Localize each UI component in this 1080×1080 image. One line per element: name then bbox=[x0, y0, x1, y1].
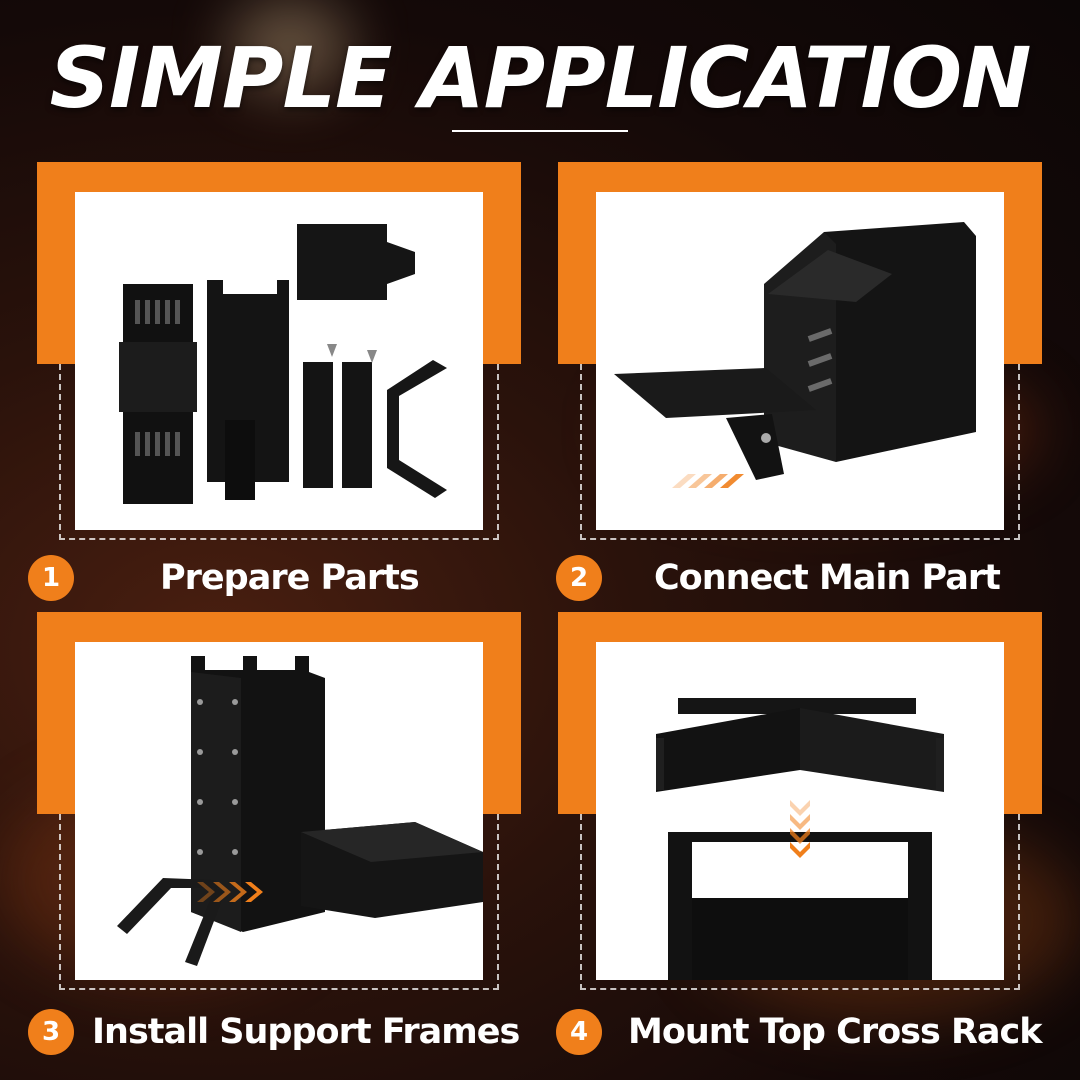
step-label: Mount Top Cross Rack bbox=[628, 1012, 1043, 1052]
dashed-frame bbox=[580, 814, 1020, 990]
step-1-photo-parts bbox=[75, 192, 483, 530]
page-title: SIMPLE APPLICATION bbox=[49, 29, 1032, 127]
stove-support-frames-illustration bbox=[117, 656, 483, 966]
bokeh-light bbox=[230, 0, 350, 90]
dashed-frame bbox=[580, 364, 1020, 540]
step-2-photo-main-part bbox=[596, 192, 1004, 530]
step-4-caption: 4 Mount Top Cross Rack bbox=[556, 1002, 1056, 1062]
stove-parts-illustration bbox=[119, 224, 447, 504]
step-number-badge: 3 bbox=[28, 1009, 74, 1055]
dashed-frame bbox=[59, 814, 499, 990]
step-4-photo-cross-rack bbox=[596, 642, 1004, 980]
step-label: Install Support Frames bbox=[92, 1012, 520, 1052]
dashed-frame bbox=[59, 364, 499, 540]
step-label: Prepare Parts bbox=[160, 558, 420, 598]
step-2-panel bbox=[558, 162, 1042, 582]
step-3-caption: 3 Install Support Frames bbox=[28, 1002, 520, 1062]
stove-cross-rack-illustration bbox=[656, 698, 944, 980]
step-label: Connect Main Part bbox=[654, 558, 1001, 598]
step-number-badge: 2 bbox=[556, 555, 602, 601]
step-number-badge: 4 bbox=[556, 1009, 602, 1055]
step-3-photo-support-frames bbox=[75, 642, 483, 980]
step-1-caption: 1 Prepare Parts bbox=[28, 548, 508, 608]
stove-main-body-illustration bbox=[614, 222, 976, 488]
step-1-panel bbox=[37, 162, 521, 582]
step-2-caption: 2 Connect Main Part bbox=[556, 548, 1056, 608]
step-3-panel bbox=[37, 612, 521, 1032]
step-4-panel bbox=[558, 612, 1042, 1032]
title-underline bbox=[452, 130, 628, 132]
step-number-badge: 1 bbox=[28, 555, 74, 601]
